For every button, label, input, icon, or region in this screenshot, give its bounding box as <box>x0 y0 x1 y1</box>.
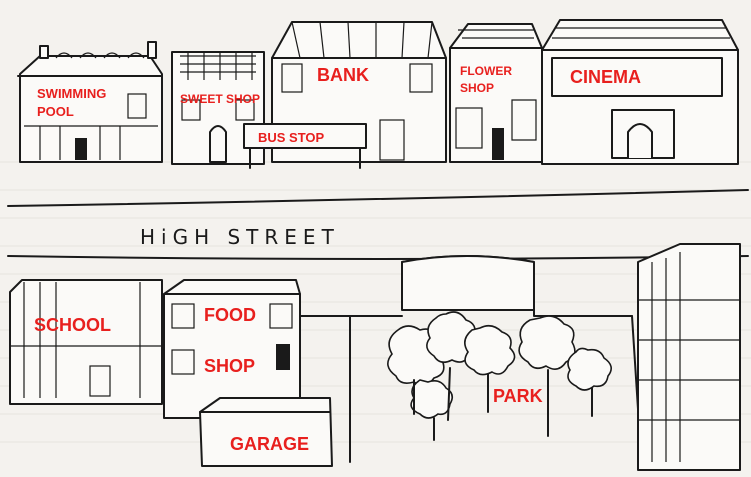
swimming-pool-label-line1: SWIMMING <box>37 86 106 101</box>
swimming-pool-building <box>17 41 163 163</box>
bank-label: BANK <box>317 65 369 85</box>
sweet-shop-label: SWEET SHOP <box>180 92 260 106</box>
flower-shop-building <box>449 23 543 163</box>
garage-building <box>199 397 333 467</box>
cinema-building <box>541 19 739 165</box>
food-shop-building <box>163 279 301 419</box>
cinema-label: CINEMA <box>570 67 641 87</box>
park-label: PARK <box>493 386 543 406</box>
bus-stop-shelter <box>243 123 367 169</box>
school-building <box>9 279 163 405</box>
school-label: SCHOOL <box>34 315 111 335</box>
flower-shop-label-line1: FLOWER <box>460 64 512 78</box>
high-street-road <box>7 189 749 260</box>
tower-block-building <box>637 243 741 471</box>
food-shop-label-line1: FOOD <box>204 305 256 325</box>
park-wall <box>299 255 641 463</box>
street-name-label: HiGH STREET <box>140 225 340 249</box>
bus-stop-label: BUS STOP <box>258 130 325 145</box>
park-trees <box>387 311 612 441</box>
swimming-pool-label-line2: POOL <box>37 104 74 119</box>
food-shop-label-line2: SHOP <box>204 356 255 376</box>
flower-shop-label-line2: SHOP <box>460 81 494 95</box>
garage-label: GARAGE <box>230 434 309 454</box>
